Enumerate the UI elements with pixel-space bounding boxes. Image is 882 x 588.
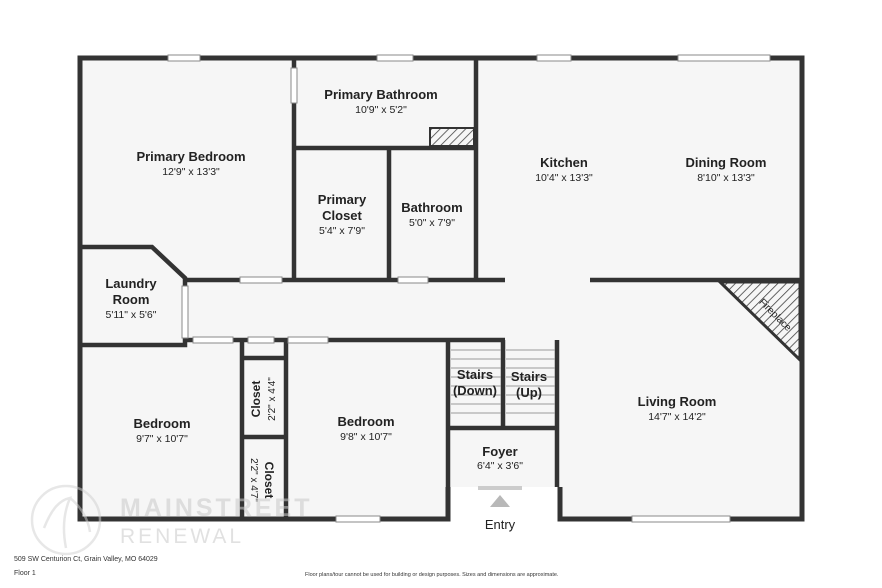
laundry-room-name-1: Laundry [105, 276, 157, 291]
exterior-walls [77, 55, 805, 522]
dining-room-dim: 8'10" x 13'3" [697, 172, 755, 184]
living-room-name: Living Room [638, 394, 717, 409]
bathroom-dim: 5'0" x 7'9" [409, 217, 455, 229]
stairs-up-name-1: Stairs [511, 369, 547, 384]
kitchen-dim: 10'4" x 13'3" [535, 172, 593, 184]
entry-label: Entry [485, 517, 516, 532]
closet-1-dim: 2'2" x 4'4" [267, 377, 278, 421]
primary-bedroom-dim: 12'9" x 13'3" [162, 166, 220, 178]
footer-disclaimer: Floor plans/tour cannot be used for buil… [305, 572, 559, 578]
footer-floor: Floor 1 [14, 570, 36, 577]
closet-2-name: Closet [262, 462, 276, 499]
stairs-down-name-1: Stairs [457, 367, 493, 382]
bedroom-2-dim: 9'8" x 10'7" [340, 431, 392, 443]
entry-threshold [478, 486, 522, 490]
primary-closet-name-1: Primary [318, 192, 367, 207]
footer-address: 509 SW Centurion Ct, Grain Valley, MO 64… [14, 556, 158, 563]
closet-2-dim: 2'2" x 4'7" [248, 458, 259, 502]
primary-closet-name-2: Closet [322, 208, 362, 223]
laundry-room-dim: 5'11" x 5'6" [106, 309, 157, 321]
watermark-line-1: MAINSTREET [120, 494, 313, 522]
windows [167, 54, 771, 523]
stairs-up-name-2: (Up) [516, 385, 542, 400]
floor-area [80, 58, 802, 519]
dining-room-name: Dining Room [686, 155, 767, 170]
bedroom-2-name: Bedroom [337, 414, 394, 429]
primary-bathroom-name: Primary Bathroom [324, 87, 437, 102]
bedroom-1-name: Bedroom [133, 416, 190, 431]
bedroom-1-dim: 9'7" x 10'7" [136, 433, 188, 445]
closet-1-name: Closet [249, 381, 263, 418]
fireplace-hatch [716, 280, 802, 364]
stairs-up-treads [506, 349, 555, 414]
foyer-dim: 6'4" x 3'6" [477, 460, 523, 472]
living-room-dim: 14'7" x 14'2" [648, 411, 706, 423]
watermark-logo-icon [30, 484, 102, 556]
entry-arrow-icon [490, 495, 510, 507]
primary-bathroom-dim: 10'9" x 5'2" [355, 104, 407, 116]
interior-walls [80, 60, 800, 519]
bathroom-name: Bathroom [401, 200, 462, 215]
primary-bedroom-name: Primary Bedroom [136, 149, 245, 164]
watermark-line-2: RENEWAL [120, 525, 245, 548]
stairs-down-name-2: (Down) [453, 383, 497, 398]
kitchen-name: Kitchen [540, 155, 588, 170]
primary-closet-dim: 5'4" x 7'9" [319, 225, 365, 237]
foyer-name: Foyer [482, 444, 517, 459]
laundry-room-name-2: Room [113, 292, 150, 307]
stairs-down-treads [451, 349, 501, 414]
shower-hatch [429, 127, 475, 147]
